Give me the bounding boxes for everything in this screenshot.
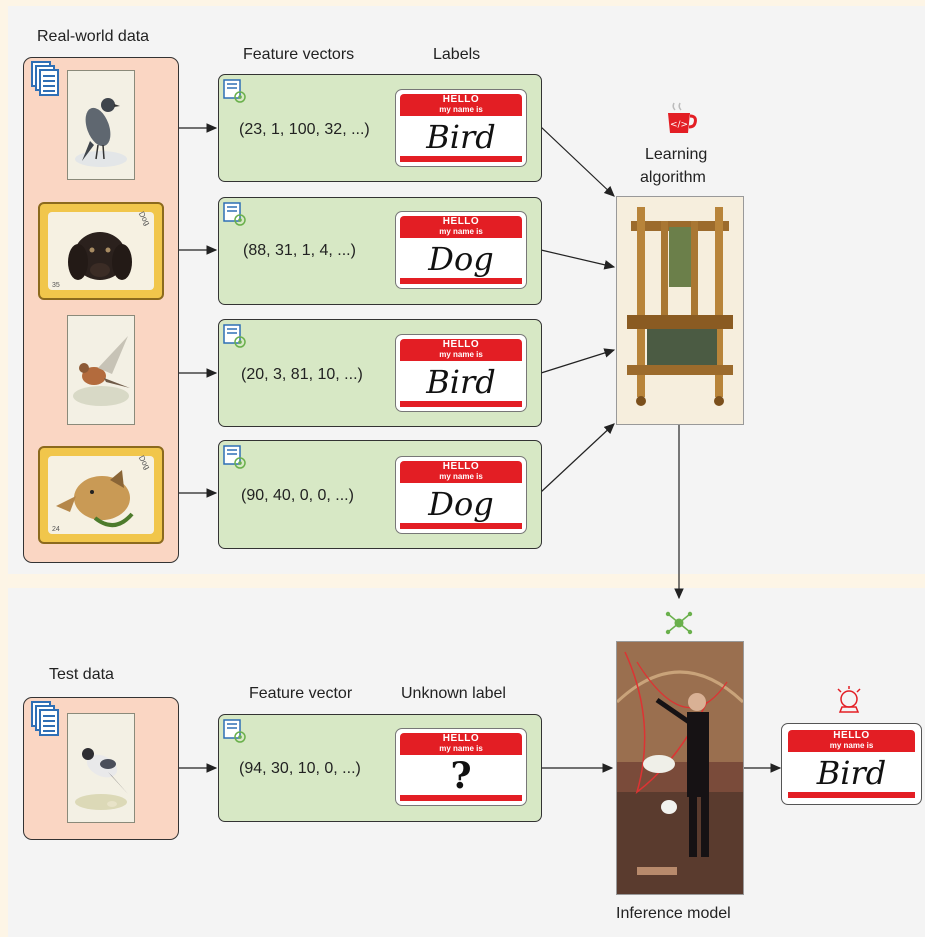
tag-hello-text: HELLO	[442, 339, 480, 350]
feature-vector-icon	[223, 324, 247, 355]
coffee-code-icon: </>	[666, 101, 698, 140]
tag-subtitle-text: my name is	[829, 741, 874, 750]
documents-icon	[31, 61, 59, 102]
arrow-fv4-to-algorithm	[540, 423, 615, 493]
feature-vector-text: (20, 3, 81, 10, ...)	[241, 366, 363, 383]
card-number: 24	[52, 526, 60, 533]
feature-vectors-caption: Feature vectors	[243, 46, 355, 63]
network-node-icon	[664, 608, 694, 643]
tag-hello-text: HELLO	[442, 461, 480, 472]
bird-card-1	[67, 70, 135, 180]
svg-text:</>: </>	[670, 120, 688, 130]
learning-caption: Learning	[645, 146, 708, 163]
feature-vector-icon	[223, 202, 247, 233]
tag-label-text: Bird	[426, 363, 496, 401]
inference-model-caption: Inference model	[616, 905, 731, 922]
test-data-caption: Test data	[49, 666, 114, 683]
dog-card-2: Dog 24	[38, 446, 164, 544]
dog-card-1: Dog 35	[38, 202, 164, 300]
unknown-label-text: ?	[450, 755, 472, 797]
bird-illustration	[73, 336, 130, 406]
tag-hello-text: HELLO	[833, 730, 870, 741]
real-world-data-caption: Real-world data	[37, 28, 150, 45]
bird-illustration	[75, 748, 128, 810]
tag-hello-text: HELLO	[442, 216, 480, 227]
feature-vector-caption: Feature vector	[249, 685, 353, 702]
tag-subtitle-text: my name is	[439, 350, 483, 359]
arrow-fv2-to-algorithm	[540, 249, 616, 270]
arrow-fv3-to-algorithm	[540, 348, 616, 374]
crystal-ball-icon	[836, 686, 862, 719]
arrow-fv1-to-algorithm	[540, 126, 615, 197]
test-bird-card	[67, 713, 135, 823]
documents-icon	[31, 701, 59, 742]
tag-subtitle-text: my name is	[439, 744, 483, 753]
tag-subtitle-text: my name is	[439, 472, 483, 481]
feature-vector-text: (23, 1, 100, 32, ...)	[239, 121, 370, 138]
predicted-label-text: Bird	[816, 754, 887, 792]
feature-vector-icon	[223, 445, 247, 476]
feature-vector-text: (94, 30, 10, 0, ...)	[239, 760, 361, 777]
feature-vector-icon	[223, 79, 247, 110]
inference-model-illustration	[616, 641, 744, 895]
card-number: 35	[52, 282, 60, 289]
feature-vector-text: (90, 40, 0, 0, ...)	[241, 487, 354, 504]
labels-caption: Labels	[433, 46, 481, 63]
tag-subtitle-text: my name is	[439, 227, 483, 236]
unknown-label-caption: Unknown label	[401, 685, 506, 702]
tag-label-text: Bird	[426, 118, 496, 156]
feature-vector-text: (88, 31, 1, 4, ...)	[243, 242, 356, 259]
tag-label-text: Dog	[428, 485, 494, 523]
algorithm-caption: algorithm	[640, 169, 706, 186]
bird-card-2	[67, 315, 135, 425]
tag-hello-text: HELLO	[442, 94, 480, 105]
bird-illustration	[75, 98, 127, 167]
feature-vector-icon	[223, 719, 247, 750]
tag-label-text: Dog	[428, 240, 494, 278]
learning-algorithm-machine	[616, 196, 744, 425]
tag-subtitle-text: my name is	[439, 105, 483, 114]
tag-hello-text: HELLO	[442, 733, 480, 744]
dog-illustration	[56, 470, 134, 527]
dog-illustration	[68, 232, 132, 280]
